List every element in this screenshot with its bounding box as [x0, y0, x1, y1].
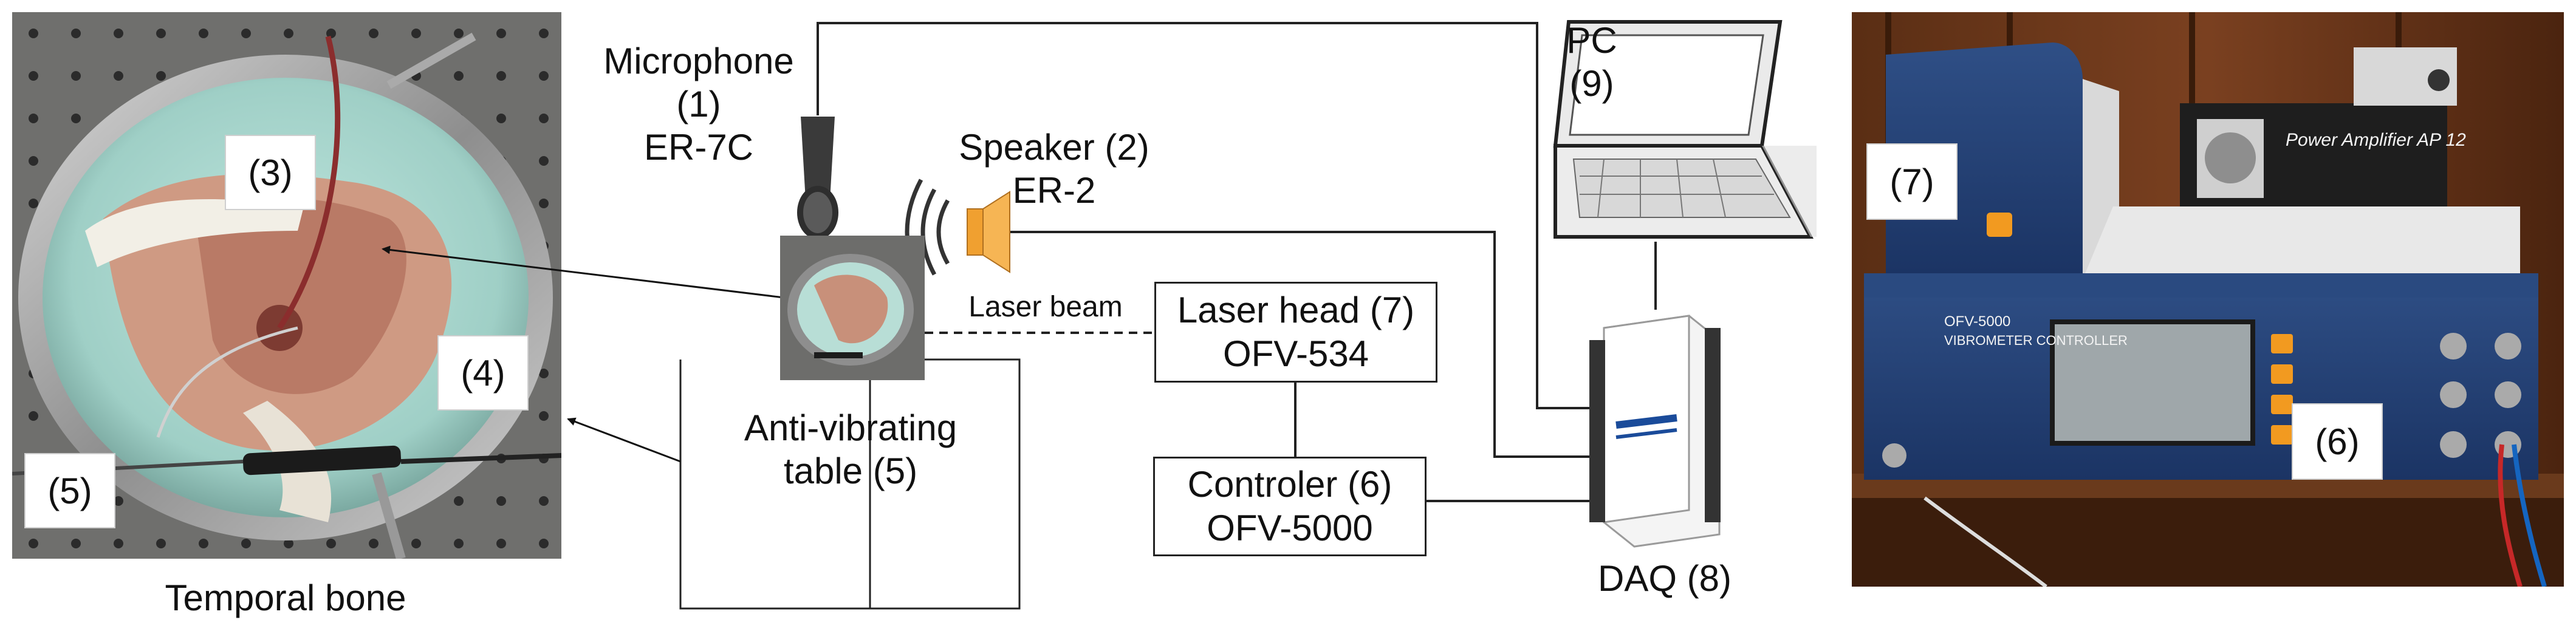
microphone-cable [817, 22, 1598, 409]
amplifier-nameplate: Power Amplifier AP 12 [2286, 130, 2466, 150]
temporal-bone-caption: Temporal bone [165, 578, 406, 618]
speaker-icon [905, 179, 1010, 285]
photo-tag-4: (4) [437, 335, 529, 411]
laser-head-box: Laser head (7) OFV-534 [1154, 282, 1437, 383]
temporal-bone-photo-art [12, 12, 561, 559]
speaker-cable [1002, 231, 1598, 458]
pc-laptop-icon [1553, 20, 1817, 239]
daq-label: DAQ (8) [1597, 558, 1732, 599]
microphone-label: Microphone (1) ER-7C [603, 41, 794, 168]
anti-vibrating-table-label: Anti-vibrating table (5) [744, 407, 957, 491]
photo-tag-3: (3) [225, 135, 316, 210]
arrow-to-ear [382, 245, 784, 299]
pc-label: PC (9) [1566, 20, 1617, 104]
temporal-bone-photo [12, 12, 561, 559]
photo-tag-6: (6) [2292, 403, 2383, 480]
controller-subtitle: VIBROMETER CONTROLLER [1944, 333, 2128, 348]
vibrometer-photo-art [1852, 12, 2564, 587]
microphone-icon [797, 117, 838, 247]
photo-tag-5: (5) [24, 453, 115, 528]
photo-tag-7: (7) [1866, 143, 1958, 220]
speaker-label: Speaker (2) ER-2 [959, 127, 1149, 211]
anti-vibrating-table-outline [869, 358, 1021, 610]
arrow-to-table [567, 417, 681, 463]
daq-device-icon [1589, 315, 1721, 548]
controller-nameplate: OFV-5000 [1944, 313, 2011, 330]
laser-beam-label: Laser beam [968, 291, 1123, 323]
vibrometer-photo [1852, 12, 2564, 587]
table-thumbnail [780, 236, 925, 380]
controller-box: Controler (6) OFV-5000 [1153, 457, 1427, 556]
